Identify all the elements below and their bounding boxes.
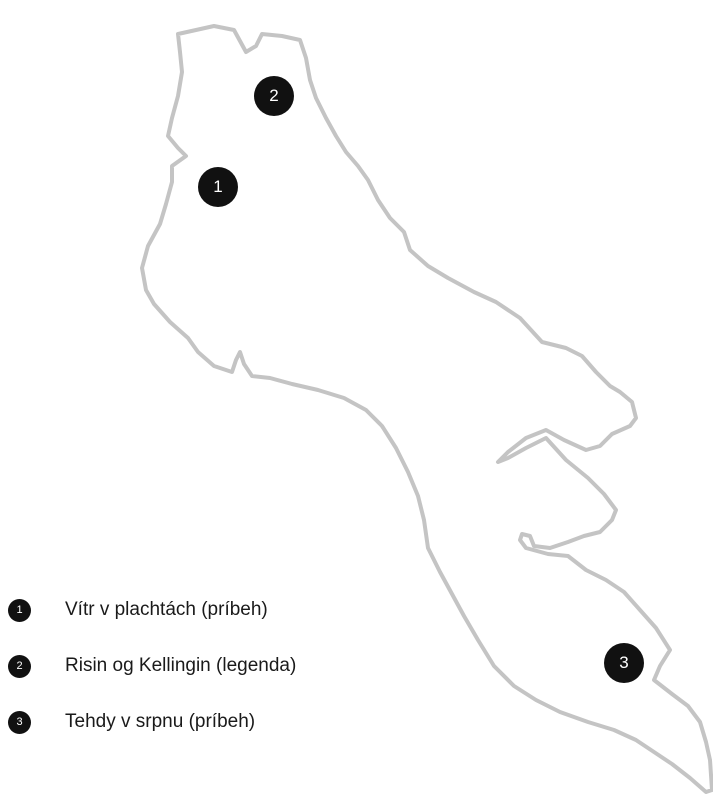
legend-badge-3: 3 [8, 710, 31, 734]
legend-label-3[interactable]: Tehdy v srpnu (príbeh) [65, 711, 256, 732]
legend-item-1[interactable]: 1 Vítr v plachtách (príbeh) [8, 582, 428, 638]
legend-badge-2: 2 [8, 654, 31, 678]
map-marker-2[interactable]: 2 [254, 76, 294, 116]
legend-label-2[interactable]: Risin og Kellingin (legenda) [65, 655, 297, 676]
map-marker-3[interactable]: 3 [604, 643, 644, 683]
map-marker-1[interactable]: 1 [198, 167, 238, 207]
legend-label-1[interactable]: Vítr v plachtách (príbeh) [65, 599, 268, 620]
island-outline [140, 24, 713, 794]
legend-item-3[interactable]: 3 Tehdy v srpnu (príbeh) [8, 694, 428, 750]
map-legend: 1 Vítr v plachtách (príbeh) 2 Risin og K… [8, 582, 428, 750]
legend-item-2[interactable]: 2 Risin og Kellingin (legenda) [8, 638, 428, 694]
legend-badge-1: 1 [8, 598, 31, 622]
